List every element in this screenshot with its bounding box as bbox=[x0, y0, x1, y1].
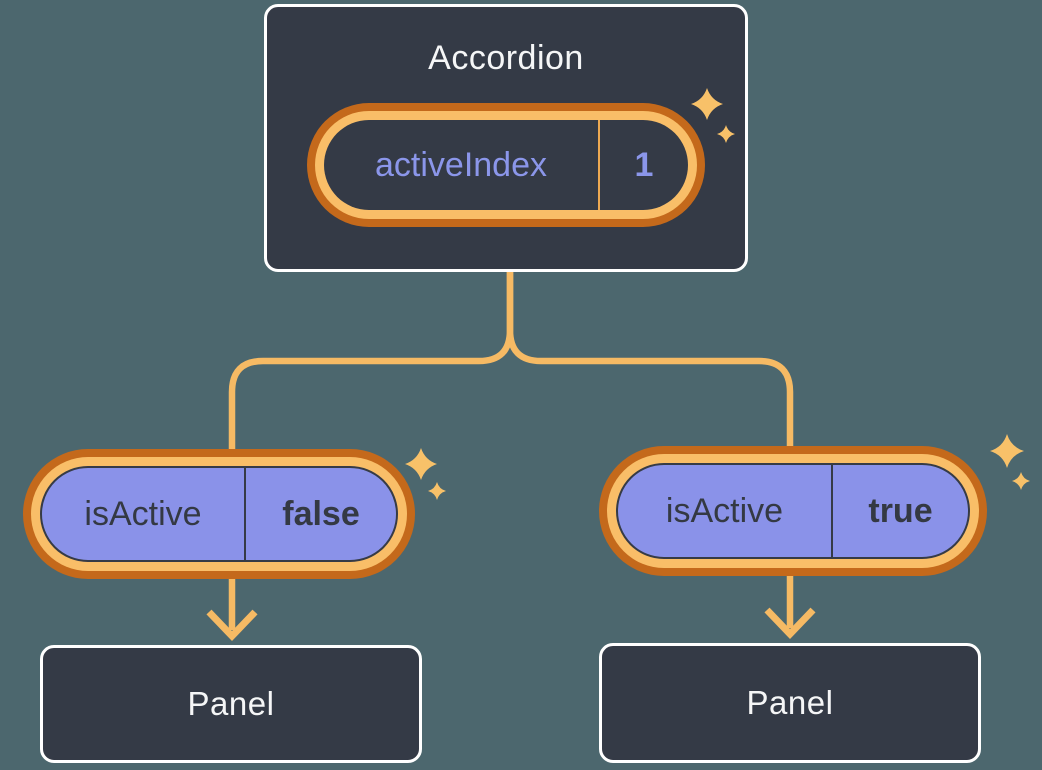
pill-divider bbox=[598, 120, 600, 210]
pill-divider bbox=[831, 465, 833, 557]
pill-body: activeIndex 1 bbox=[324, 120, 688, 210]
state-value: true bbox=[868, 491, 933, 530]
state-pill-activeindex: activeIndex 1 bbox=[307, 103, 705, 227]
pill-ring: isActive true bbox=[607, 454, 979, 568]
state-name: isActive bbox=[84, 494, 202, 533]
sparkle-icon bbox=[405, 448, 437, 480]
connector-line-right bbox=[506, 271, 794, 628]
sparkle-icon bbox=[428, 482, 446, 500]
pill-divider bbox=[244, 468, 246, 560]
panel-node-right: Panel bbox=[599, 643, 981, 763]
arrowhead-icon bbox=[206, 609, 258, 642]
pill-ring: activeIndex 1 bbox=[315, 111, 697, 219]
state-name: isActive bbox=[665, 491, 784, 530]
pill-ring: isActive false bbox=[31, 457, 407, 571]
pill-body: isActive false bbox=[40, 466, 398, 562]
state-pill-isactive-left: isActive false bbox=[23, 449, 415, 579]
panel-node-left: Panel bbox=[40, 645, 422, 763]
pill-body: isActive true bbox=[616, 463, 970, 559]
panel-label: Panel bbox=[746, 684, 834, 721]
arrowhead-icon bbox=[764, 607, 816, 640]
state-name: activeIndex bbox=[375, 145, 547, 184]
sparkle-icon bbox=[990, 434, 1024, 468]
state-pill-isactive-right: isActive true bbox=[599, 446, 987, 576]
sparkle-icon bbox=[691, 88, 723, 120]
state-value: false bbox=[282, 494, 360, 533]
panel-label: Panel bbox=[187, 685, 275, 722]
sparkle-icon bbox=[717, 125, 735, 143]
accordion-title: Accordion bbox=[428, 38, 584, 77]
sparkle-icon bbox=[1012, 472, 1030, 490]
state-value: 1 bbox=[634, 145, 654, 184]
